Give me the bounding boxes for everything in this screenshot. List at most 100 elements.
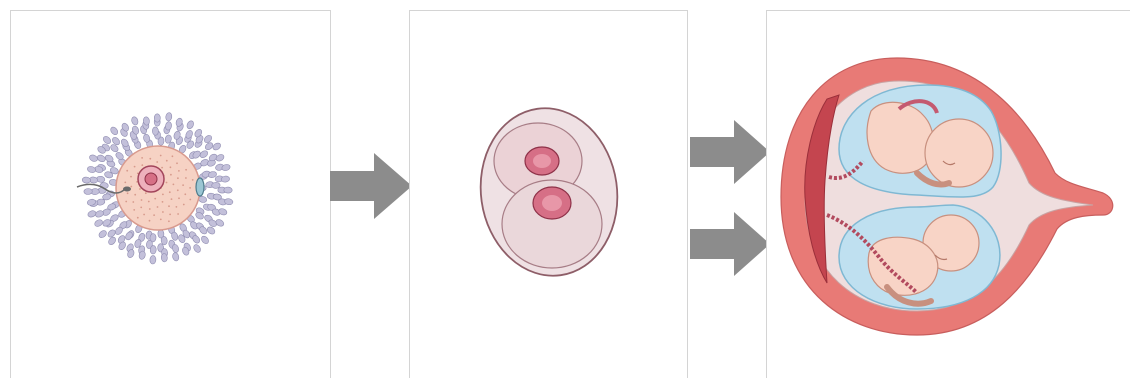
egg-granule — [166, 160, 168, 162]
corona-cell — [154, 114, 160, 123]
egg-granule — [168, 220, 170, 222]
right-arrow-icon — [690, 212, 770, 276]
egg-granule — [149, 208, 151, 210]
egg-granule — [184, 193, 186, 195]
corona-cell — [109, 126, 119, 136]
corona-cell — [200, 235, 210, 245]
corona-cell — [98, 229, 108, 239]
polar-body — [196, 178, 204, 196]
egg-granule — [149, 158, 151, 160]
egg-granule — [160, 219, 162, 221]
egg-granule — [153, 214, 155, 216]
egg-granule — [160, 155, 162, 157]
corona-cell — [192, 243, 202, 253]
sperm-head — [123, 187, 131, 192]
egg-pronucleus — [145, 173, 157, 185]
egg-granule — [177, 189, 179, 191]
egg-granule — [141, 164, 143, 166]
egg-granule — [177, 177, 179, 179]
egg-granule — [183, 204, 185, 206]
right-arrow-icon — [690, 120, 770, 184]
corona-cell — [88, 154, 98, 163]
egg-granule — [173, 184, 175, 186]
egg-granule — [130, 186, 132, 188]
corona-cell — [212, 142, 222, 152]
egg-granule — [145, 192, 147, 194]
egg-granule — [127, 192, 129, 194]
twins-in-uterus-panel — [766, 10, 1130, 378]
egg-granule — [162, 211, 164, 213]
corona-cell — [93, 218, 103, 227]
two-cell-embryo-panel — [409, 10, 688, 378]
egg-granule — [154, 198, 156, 200]
egg-granule — [133, 209, 135, 211]
egg-granule — [124, 182, 126, 184]
corona-cell — [107, 236, 117, 246]
egg-granule — [176, 162, 178, 164]
right-arrow-icon — [330, 153, 412, 219]
egg-granule — [157, 206, 159, 208]
egg-granule — [161, 167, 163, 169]
egg-granule — [182, 184, 184, 186]
egg-granule — [192, 179, 194, 181]
corona-cell — [87, 165, 97, 173]
embryo-nucleolus-bottom — [542, 195, 562, 211]
egg-granule — [140, 207, 142, 209]
egg-granule — [162, 194, 164, 196]
corona-cell — [102, 135, 112, 145]
corona-cell — [165, 121, 172, 130]
egg-granule — [170, 166, 172, 168]
egg-granule — [134, 166, 136, 168]
corona-cell — [82, 177, 91, 184]
egg-granule — [168, 205, 170, 207]
twins-in-uterus-illustration — [767, 11, 1130, 378]
corona-cell — [143, 134, 151, 144]
egg-granule — [148, 201, 150, 203]
egg-granule — [185, 177, 187, 179]
egg-granule — [139, 188, 141, 190]
egg-granule — [178, 170, 180, 172]
corona-cell — [199, 149, 209, 159]
corona-cell — [150, 245, 157, 254]
egg-granule — [130, 176, 132, 178]
fertilized-egg-panel — [10, 10, 331, 378]
embryo-nucleolus-top — [533, 154, 551, 168]
corona-cell — [186, 120, 195, 130]
egg-granule — [134, 194, 136, 196]
egg-granule — [162, 201, 164, 203]
egg-granule — [125, 201, 127, 203]
egg-granule — [141, 199, 143, 201]
egg-granule — [156, 161, 158, 163]
corona-cell — [131, 116, 139, 126]
corona-cell — [172, 252, 180, 262]
egg-granule — [172, 155, 174, 157]
egg-granule — [141, 157, 143, 159]
egg-granule — [169, 214, 171, 216]
corona-cell — [87, 210, 97, 219]
egg-granule — [170, 174, 172, 176]
egg-granule — [178, 197, 180, 199]
right-arrow — [330, 153, 412, 219]
corona-cell — [150, 255, 157, 264]
egg-granule — [132, 201, 134, 203]
corona-cell — [152, 127, 158, 136]
fertilized-egg-illustration — [11, 11, 331, 378]
egg-granule — [185, 169, 187, 171]
egg-granule — [169, 191, 171, 193]
right-arrow — [690, 120, 770, 184]
corona-cell — [84, 188, 93, 194]
egg-granule — [149, 220, 151, 222]
two-cell-embryo-illustration — [410, 11, 688, 378]
egg-granule — [143, 214, 145, 216]
egg-granule — [189, 187, 191, 189]
egg-granule — [177, 213, 179, 215]
egg-granule — [176, 206, 178, 208]
corona-cell — [224, 187, 233, 193]
egg-granule — [166, 182, 168, 184]
right-arrow — [690, 212, 770, 276]
corona-cell — [165, 112, 172, 121]
egg-granule — [171, 198, 173, 200]
corona-cell — [161, 253, 168, 262]
corona-cell — [215, 218, 225, 227]
